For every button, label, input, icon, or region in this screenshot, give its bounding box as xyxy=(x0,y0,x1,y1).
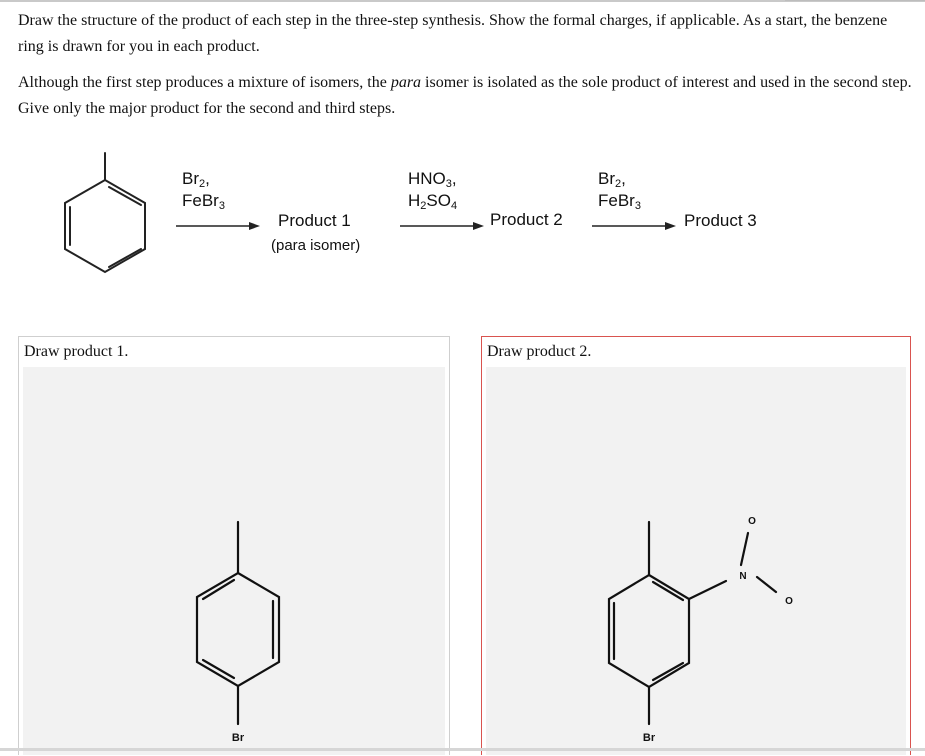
drawing-canvas-1[interactable]: Br xyxy=(23,367,445,755)
atom-br-2: Br xyxy=(643,732,656,744)
step1-reagents: Br2, FeBr3 xyxy=(182,169,225,212)
product-1-label: Product 1 xyxy=(278,211,351,230)
top-border-cap xyxy=(785,0,925,1)
drawing-canvas-2[interactable]: Br N O O xyxy=(486,367,906,755)
question-text: Draw the structure of the product of eac… xyxy=(18,8,913,122)
step3-reagents: Br2, FeBr3 xyxy=(598,169,641,212)
para-emphasis: para xyxy=(390,74,422,91)
product-1-note: (para isomer) xyxy=(271,237,361,254)
atom-nitrogen: N xyxy=(739,571,746,582)
product-2-structure: Br N O O xyxy=(607,516,793,744)
toluene-structure xyxy=(64,152,146,274)
bottom-border xyxy=(0,748,925,751)
atom-oxygen-top: O xyxy=(748,516,756,527)
reaction-scheme: Br2, FeBr3 Product 1 (para isomer) HNO3,… xyxy=(0,150,925,290)
top-border xyxy=(0,0,925,2)
atom-oxygen-right: O xyxy=(785,596,793,607)
panel-2-title: Draw product 2. xyxy=(487,343,592,360)
arrow-head-1 xyxy=(249,222,260,230)
question-paragraph-2: Although the first step produces a mixtu… xyxy=(18,74,912,117)
atom-br-1: Br xyxy=(232,732,245,744)
product-3-label: Product 3 xyxy=(684,211,757,230)
question-paragraph-1: Draw the structure of the product of eac… xyxy=(18,12,888,55)
arrow-head-3 xyxy=(665,222,676,230)
arrow-head-2 xyxy=(473,222,484,230)
step2-reagents: HNO3, H2SO4 xyxy=(408,169,458,212)
product-1-structure: Br xyxy=(195,520,281,744)
draw-panel-product-2: Draw product 2. Br N O O xyxy=(481,336,911,755)
panel-1-title: Draw product 1. xyxy=(24,343,129,360)
draw-panel-product-1: Draw product 1. Br xyxy=(18,336,450,755)
product-2-label: Product 2 xyxy=(490,210,563,229)
scheme-drawing xyxy=(64,152,676,274)
